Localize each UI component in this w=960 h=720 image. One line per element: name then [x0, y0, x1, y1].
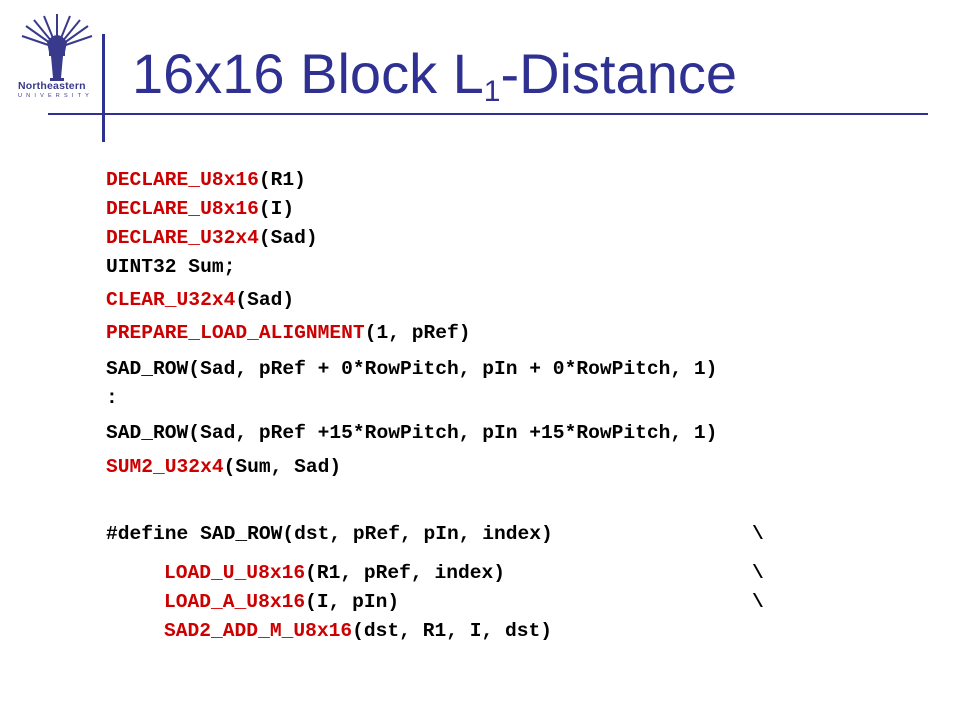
code-line: LOAD_U_U8x16(R1, pRef, index)	[164, 559, 505, 588]
code-keyword: DECLARE_U32x4	[106, 227, 259, 249]
line-continuation: \	[752, 591, 764, 613]
code-line: SAD_ROW(Sad, pRef +15*RowPitch, pIn +15*…	[106, 422, 718, 444]
logo-wordmark: Northeastern	[18, 80, 86, 92]
code-text: (R1, pRef, index)	[305, 562, 505, 584]
code-line: DECLARE_U32x4(Sad)	[106, 224, 318, 253]
code-text: (Sad)	[235, 289, 295, 311]
code-keyword: PREPARE_LOAD_ALIGNMENT	[106, 322, 365, 344]
code-text: (dst, R1, I, dst)	[352, 620, 553, 642]
code-keyword: SUM2_U32x4	[106, 456, 224, 478]
logo-subtext: UNIVERSITY	[18, 93, 94, 99]
vertical-rule	[102, 34, 105, 142]
line-continuation: \	[752, 562, 764, 584]
title-subscript: 1	[483, 75, 501, 108]
code-keyword: LOAD_A_U8x16	[164, 591, 306, 613]
code-keyword: CLEAR_U32x4	[106, 289, 236, 311]
code-text: (I, pIn)	[305, 591, 400, 613]
code-text: (I)	[258, 198, 295, 220]
code-text: (1, pRef)	[364, 322, 471, 344]
slide-title: 16x16 Block L1-Distance	[132, 34, 737, 114]
code-text: (Sad)	[258, 227, 318, 249]
code-keyword: SAD2_ADD_M_U8x16	[164, 620, 353, 642]
title-suffix: -Distance	[500, 42, 737, 105]
code-line: SAD_ROW(Sad, pRef + 0*RowPitch, pIn + 0*…	[106, 358, 718, 380]
code-line: PREPARE_LOAD_ALIGNMENT(1, pRef)	[106, 319, 471, 348]
code-keyword: DECLARE_U8x16	[106, 198, 259, 220]
code-line: DECLARE_U8x16(R1)	[106, 166, 306, 195]
code-line: DECLARE_U8x16(I)	[106, 195, 294, 224]
code-text: UINT32 Sum;	[106, 256, 236, 278]
code-line: SUM2_U32x4(Sum, Sad)	[106, 453, 341, 482]
title-main: 16x16 Block L	[132, 42, 484, 105]
code-keyword: DECLARE_U8x16	[106, 169, 259, 191]
code-line: CLEAR_U32x4(Sad)	[106, 286, 294, 315]
code-line: UINT32 Sum;	[106, 253, 235, 282]
code-keyword: LOAD_U_U8x16	[164, 562, 306, 584]
code-ellipsis: :	[106, 387, 118, 409]
line-continuation: \	[752, 523, 764, 545]
code-line: LOAD_A_U8x16(I, pIn)	[164, 588, 399, 617]
code-text: (R1)	[258, 169, 306, 191]
code-text: (Sum, Sad)	[223, 456, 342, 478]
code-line: SAD2_ADD_M_U8x16(dst, R1, I, dst)	[164, 617, 552, 646]
torch-icon	[21, 14, 93, 81]
horizontal-rule	[48, 113, 928, 115]
code-line: #define SAD_ROW(dst, pRef, pIn, index)	[106, 523, 553, 545]
